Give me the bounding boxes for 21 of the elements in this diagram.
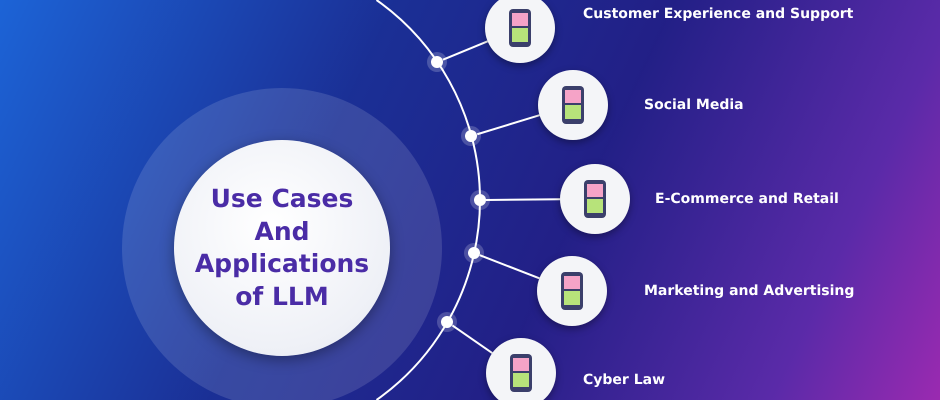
- connector-line: [479, 254, 540, 280]
- picture-circle: [538, 70, 608, 140]
- junction-dot: [441, 316, 454, 328]
- junction-dot: [474, 194, 486, 206]
- picture-circle: [485, 0, 555, 63]
- junction-dot: [468, 247, 480, 259]
- connector-line: [486, 198, 560, 201]
- connector-line: [442, 40, 488, 61]
- picture-circle: [560, 164, 630, 234]
- category-label: E-Commerce and Retail: [655, 191, 839, 207]
- category-label: Social Media: [644, 97, 744, 113]
- category-label: Cyber Law: [583, 372, 665, 388]
- picture-circle: [537, 256, 607, 326]
- junction-dot: [465, 130, 478, 142]
- diagram-heading: Use Cases And Applications of LLM: [194, 183, 370, 312]
- junction-dot: [431, 56, 444, 68]
- category-label: Customer Experience and Support: [583, 6, 854, 22]
- connector-line: [476, 114, 540, 136]
- picture-circle: [486, 338, 556, 400]
- category-label: Marketing and Advertising: [644, 283, 854, 299]
- connector-line: [452, 324, 493, 354]
